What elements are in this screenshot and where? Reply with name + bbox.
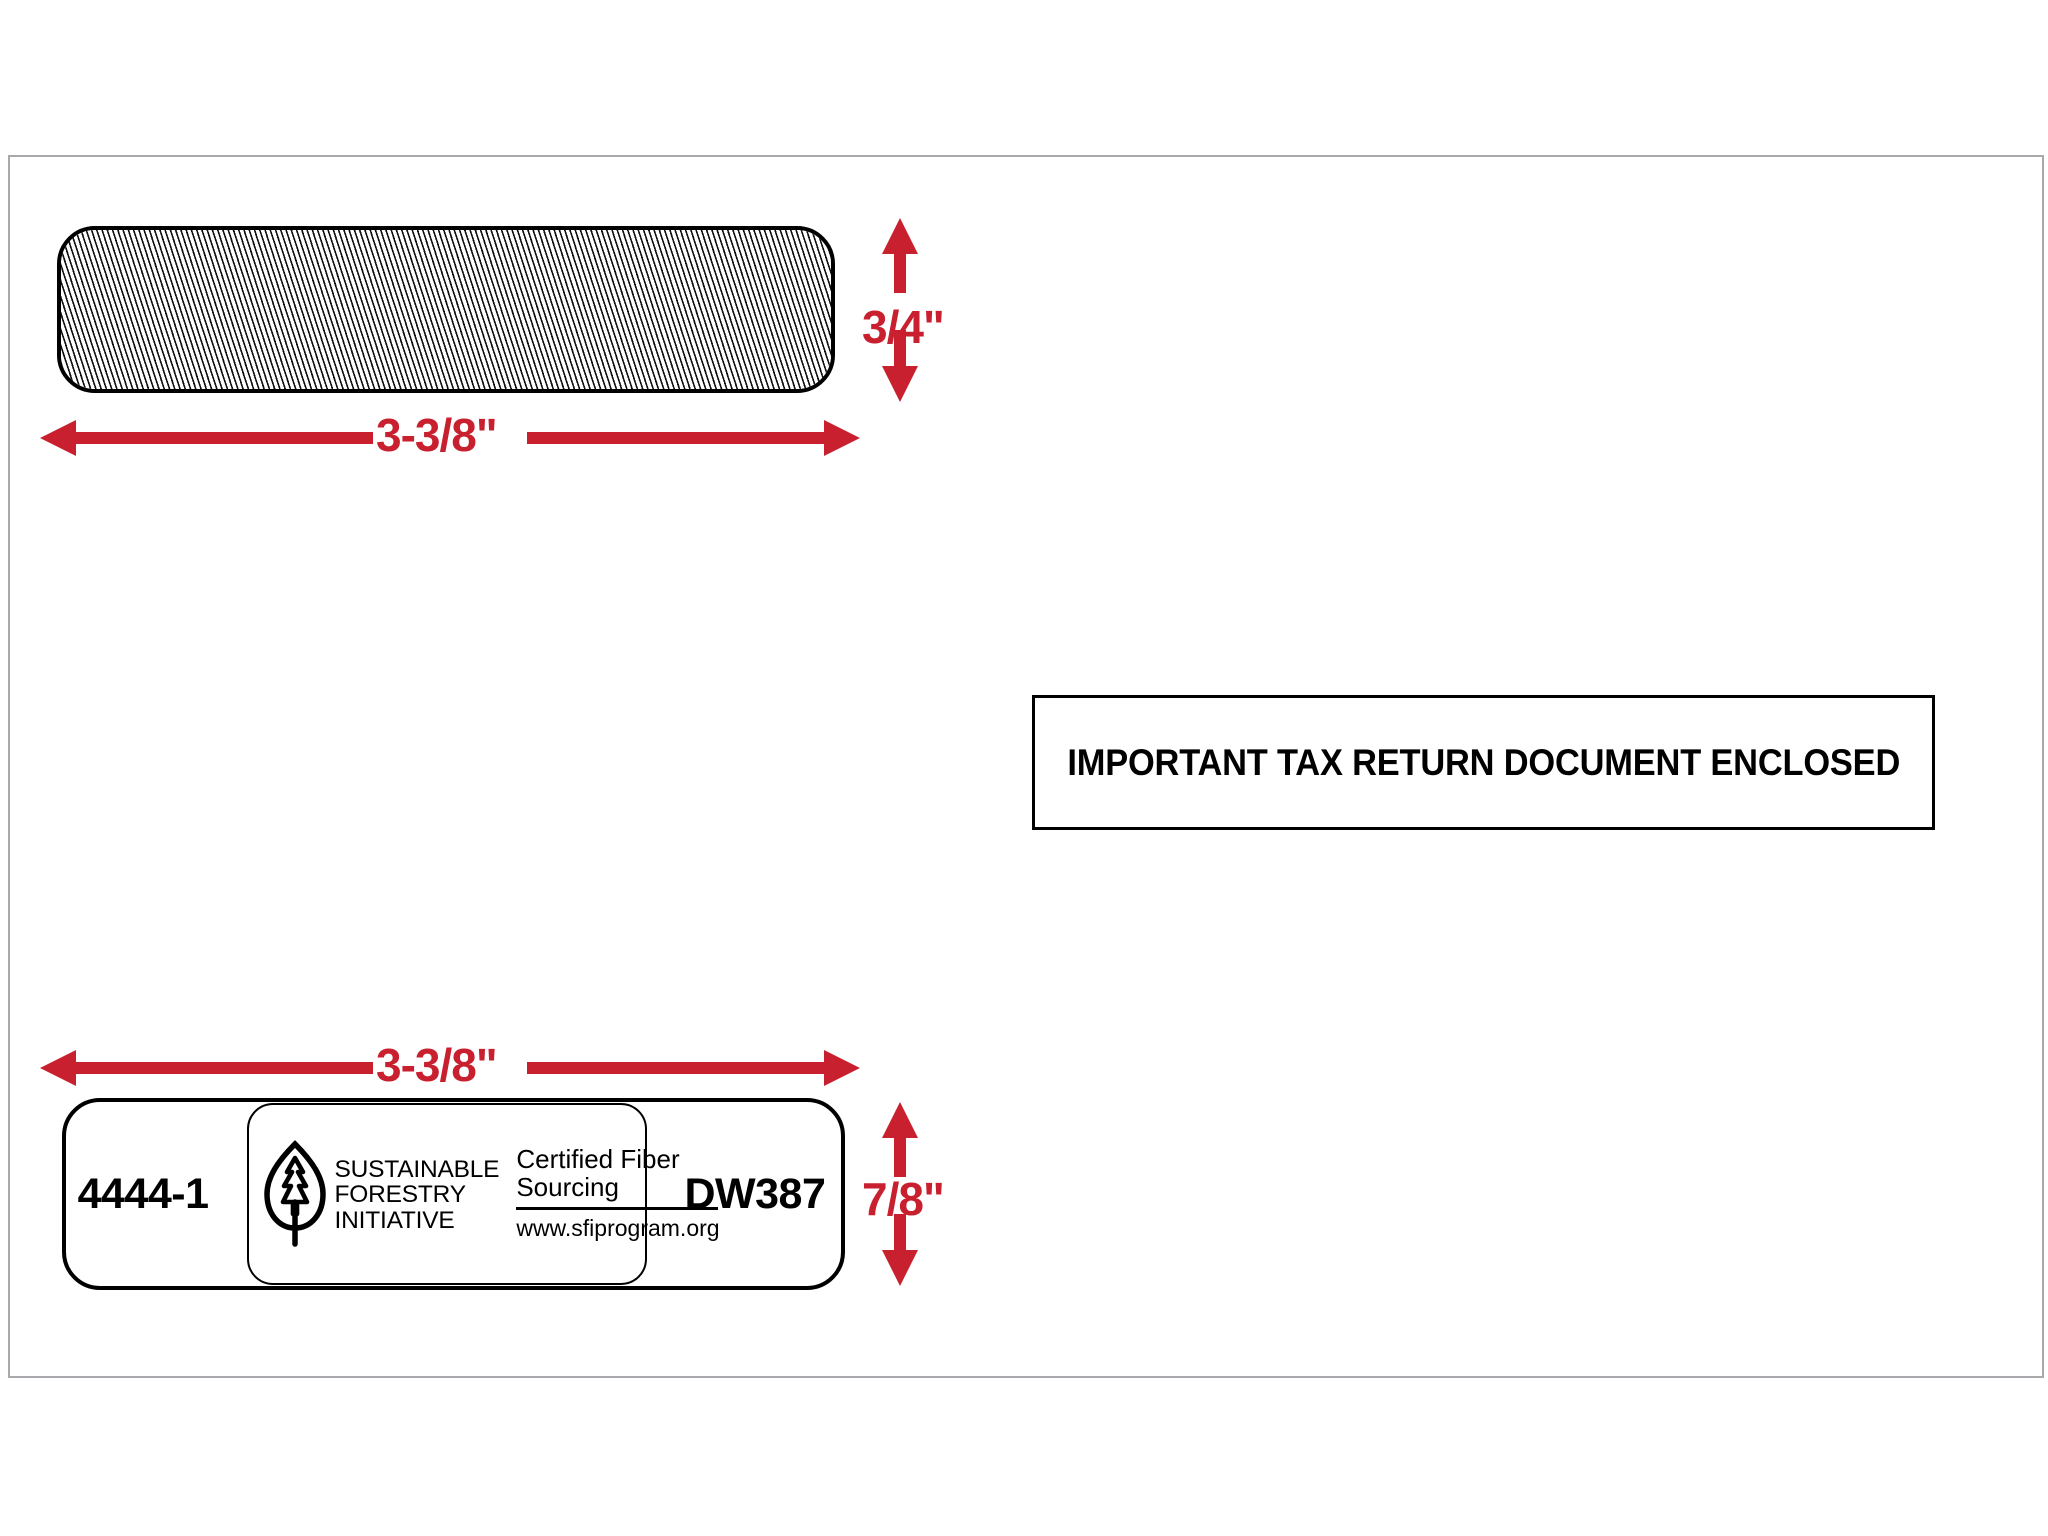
sfi-leaf-logo-icon	[263, 1140, 326, 1247]
dimension-label-top-width: 3-3/8"	[376, 409, 498, 461]
product-code-right: DW387	[684, 1169, 826, 1218]
sfi-certification-details: Certified Fiber Sourcing www.sfiprogram.…	[507, 1144, 720, 1241]
hatch-pattern-fill	[61, 230, 831, 389]
product-code-left: 4444-1	[77, 1169, 209, 1218]
dimension-arrow-top-width	[40, 420, 860, 456]
sfi-cert-line1: Certified Fiber	[516, 1144, 680, 1175]
sfi-wordmark: SUSTAINABLE FORESTRY INITIATIVE	[335, 1155, 500, 1233]
dimension-label-bottom-height: 7/8"	[862, 1173, 945, 1225]
dimension-arrow-bottom-height	[880, 1102, 920, 1286]
sfi-cert-line2: Sourcing	[516, 1171, 619, 1202]
dimension-arrow-bottom-width	[40, 1050, 860, 1086]
dimension-label-bottom-width: 3-3/8"	[376, 1039, 498, 1091]
sfi-divider-rule	[516, 1207, 718, 1210]
tax-notice-box: IMPORTANT TAX RETURN DOCUMENT ENCLOSED	[1032, 695, 1935, 830]
sfi-wordmark-line3: INITIATIVE	[334, 1206, 455, 1234]
address-window-bottom: 4444-1 SUSTAINABLE FORESTRY INITIATIVE C…	[62, 1098, 845, 1290]
tax-notice-text: IMPORTANT TAX RETURN DOCUMENT ENCLOSED	[1067, 741, 1900, 783]
sfi-program-url: www.sfiprogram.org	[516, 1214, 720, 1241]
sfi-certification-badge: SUSTAINABLE FORESTRY INITIATIVE Certifie…	[246, 1103, 720, 1285]
address-window-top	[57, 226, 835, 393]
dimension-arrow-top-height	[880, 218, 920, 402]
dimension-label-top-height: 3/4"	[862, 301, 945, 353]
sfi-wordmark-line2: FORESTRY	[334, 1181, 467, 1209]
sfi-wordmark-line1: SUSTAINABLE	[334, 1155, 500, 1183]
